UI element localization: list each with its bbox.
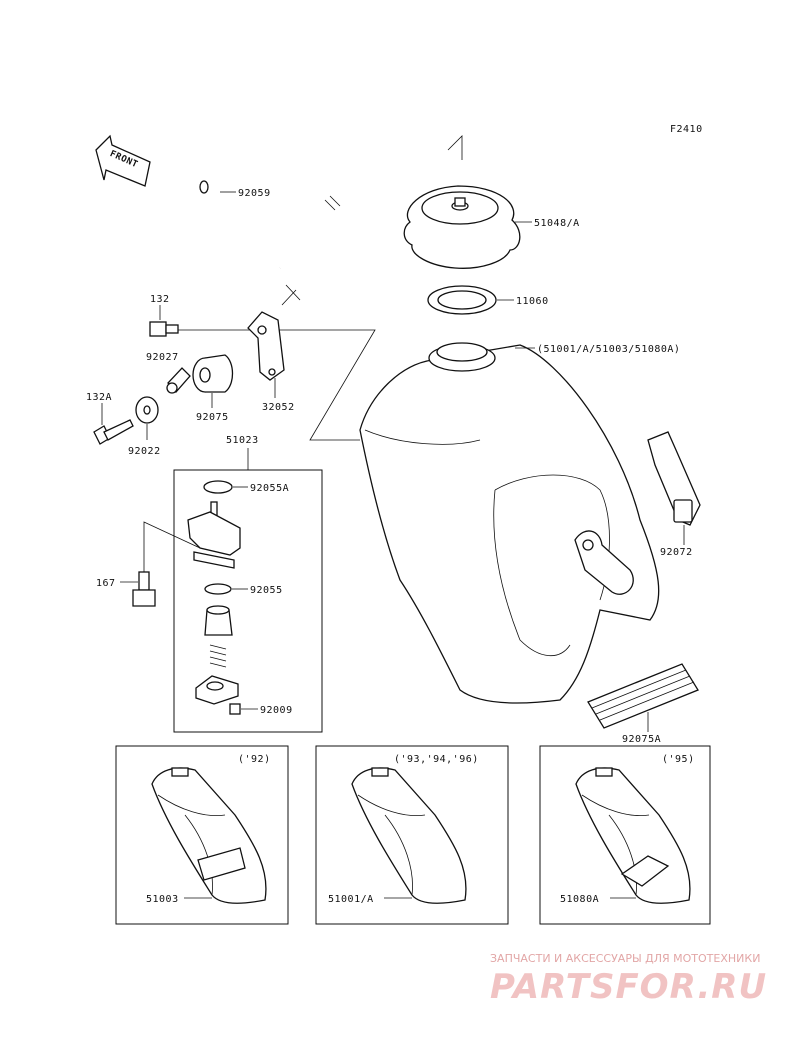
label-51023: 51023 (226, 435, 259, 446)
variant-box-3: ('95) 51080A (539, 745, 711, 925)
bolt-132a (93, 419, 134, 445)
fuel-cock-box (173, 469, 323, 733)
front-arrow-icon: FRONT (95, 134, 151, 187)
label-51048a: 51048/A (534, 218, 580, 229)
label-tank: (51001/A/51003/51080A) (537, 344, 680, 355)
bracket (247, 311, 285, 381)
tank-strap (647, 431, 701, 526)
label-92075: 92075 (196, 412, 229, 423)
variant-years-2: ('93,'94,'96) (394, 754, 479, 765)
fuel-cock (187, 480, 241, 715)
variant-part-3: 51080A (560, 894, 599, 905)
label-92055a: 92055A (250, 483, 289, 494)
label-132: 132 (150, 294, 170, 305)
cap-gasket (427, 285, 497, 315)
fuel-tank (359, 342, 660, 704)
label-92075a: 92075A (622, 734, 661, 745)
label-167: 167 (96, 578, 116, 589)
bolt-132 (149, 321, 179, 337)
fuel-hose (199, 126, 371, 271)
oring-92055a (203, 480, 233, 494)
label-32052: 32052 (262, 402, 295, 413)
label-92055: 92055 (250, 585, 283, 596)
screw-167 (132, 571, 156, 607)
tank-pad (587, 663, 699, 729)
variant-box-2: ('93,'94,'96) 51001/A (315, 745, 509, 925)
variant-years-1: ('92) (238, 754, 271, 765)
fuel-cap (403, 135, 521, 269)
label-11060: 11060 (516, 296, 549, 307)
variant-box-1: ('92) 51003 (115, 745, 289, 925)
watermark-brand: PARTSFOR.RU (490, 967, 767, 1007)
collar (166, 367, 191, 394)
damper (192, 354, 234, 393)
watermark-tagline: ЗАПЧАСТИ И АКСЕССУАРЫ ДЛЯ МОТОТЕХНИКИ (490, 952, 760, 965)
oring-92055 (204, 583, 232, 595)
washer (135, 396, 159, 424)
label-132a: 132A (86, 392, 112, 403)
label-92009: 92009 (260, 705, 293, 716)
variant-part-1: 51003 (146, 894, 179, 905)
label-92027: 92027 (146, 352, 179, 363)
label-92072: 92072 (660, 547, 693, 558)
variant-part-2: 51001/A (328, 894, 374, 905)
figure-code: F2410 (670, 124, 703, 135)
label-92022: 92022 (128, 446, 161, 457)
variant-years-3: ('95) (662, 754, 695, 765)
label-92059: 92059 (238, 188, 271, 199)
